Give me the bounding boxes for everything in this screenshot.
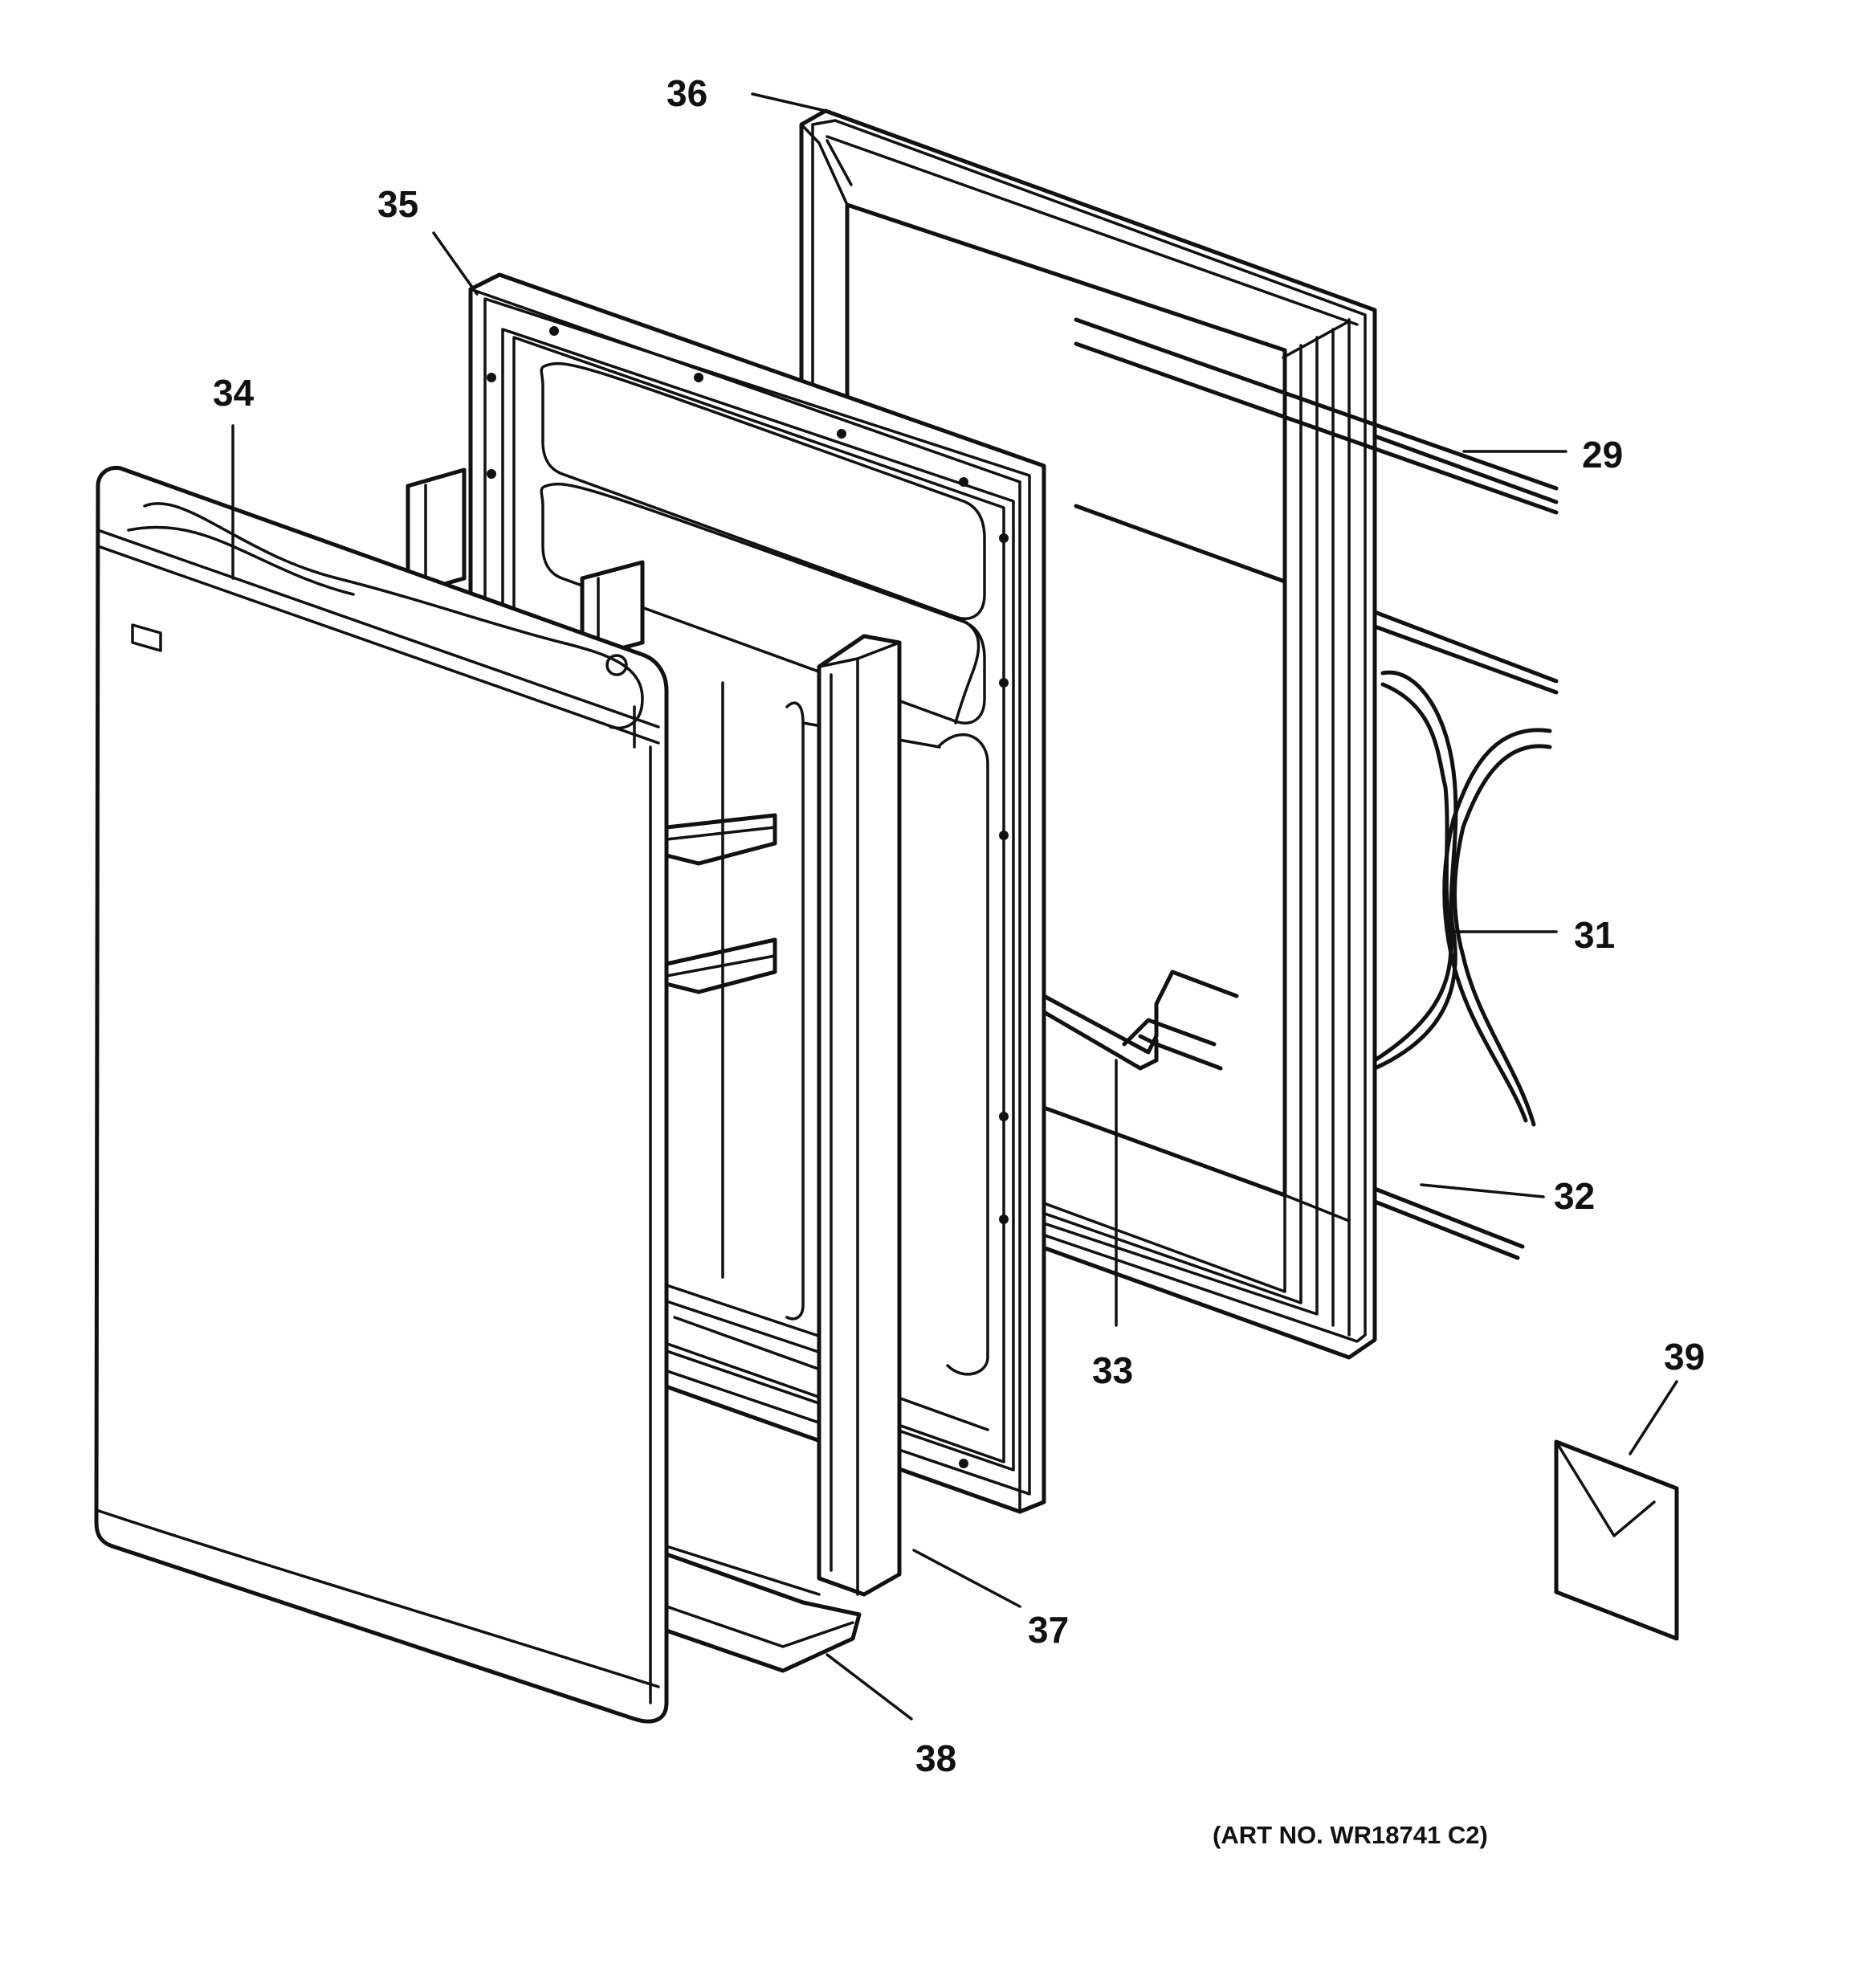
- part-37-vertical-bar: [817, 634, 902, 1597]
- label-31: 31: [1574, 914, 1615, 956]
- part-34-outer-door: [94, 465, 669, 1724]
- label-38: 38: [915, 1737, 956, 1779]
- label-32: 32: [1554, 1175, 1595, 1217]
- part-33-bracket-wire: [1042, 970, 1239, 1071]
- label-35: 35: [377, 183, 418, 225]
- art-number: (ART NO. WR18741 C2): [1213, 1821, 1488, 1849]
- label-36: 36: [667, 72, 707, 114]
- label-39: 39: [1664, 1336, 1705, 1378]
- part-31-wire-spring: [1372, 670, 1552, 1127]
- label-33: 33: [1092, 1349, 1133, 1391]
- part-39-instruction-card: [1554, 1439, 1679, 1641]
- label-37: 37: [1028, 1609, 1069, 1651]
- part-29-rods: [1074, 317, 1559, 695]
- leader-lines: [231, 92, 1678, 1721]
- callout-labels: 36 35 34 29 31 32 33 39 37 38 (ART NO. W…: [213, 72, 1705, 1849]
- label-29: 29: [1582, 434, 1623, 476]
- label-34: 34: [213, 372, 255, 414]
- part-32-lower-rod: [1372, 1186, 1525, 1260]
